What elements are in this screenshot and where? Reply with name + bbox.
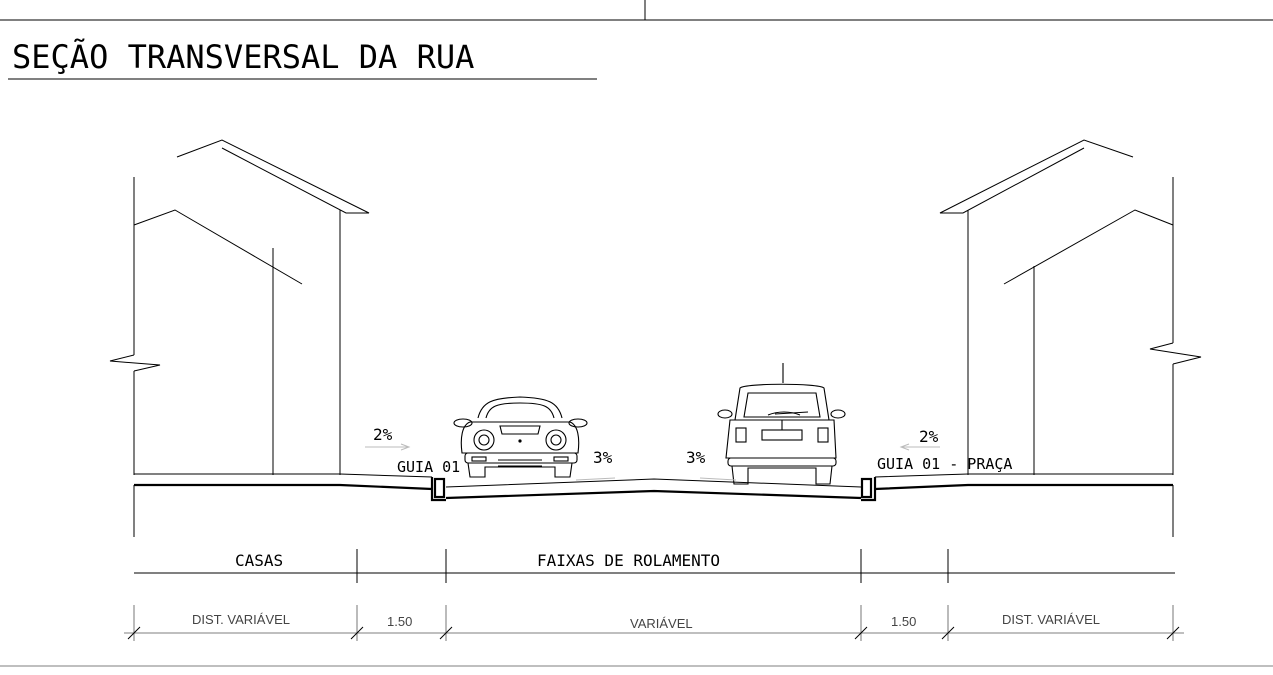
zone-label-casas: CASAS [235, 551, 283, 570]
slope-label-lane-right: 3% [686, 448, 706, 467]
curb-left [430, 477, 446, 502]
curb-label-left: GUIA 01 [397, 458, 460, 476]
curb-right [860, 477, 877, 502]
slope-label-left: 2% [373, 425, 393, 444]
left-houses [109, 139, 370, 475]
car-left [453, 396, 588, 478]
right-houses [939, 139, 1202, 475]
dim-label-lanes: VARIÁVEL [630, 616, 693, 631]
road-surface [445, 478, 862, 500]
dim-label-right-dist: DIST. VARIÁVEL [1002, 612, 1100, 627]
slope-arrows [365, 443, 940, 481]
measure-dimension-line [124, 605, 1184, 641]
ground-profile [133, 473, 1174, 537]
curb-label-right: GUIA 01 - PRAÇA [877, 455, 1012, 473]
slope-label-right: 2% [919, 427, 939, 446]
dim-label-left-dist: DIST. VARIÁVEL [192, 612, 290, 627]
dim-label-right-sidewalk: 1.50 [891, 614, 916, 629]
car-right [717, 363, 846, 485]
slope-label-lane-left: 3% [593, 448, 613, 467]
zone-label-faixas: FAIXAS DE ROLAMENTO [537, 551, 720, 570]
zone-dimension-line [134, 549, 1175, 583]
dim-label-left-sidewalk: 1.50 [387, 614, 412, 629]
drawing-title: SEÇÃO TRANSVERSAL DA RUA [12, 38, 474, 76]
